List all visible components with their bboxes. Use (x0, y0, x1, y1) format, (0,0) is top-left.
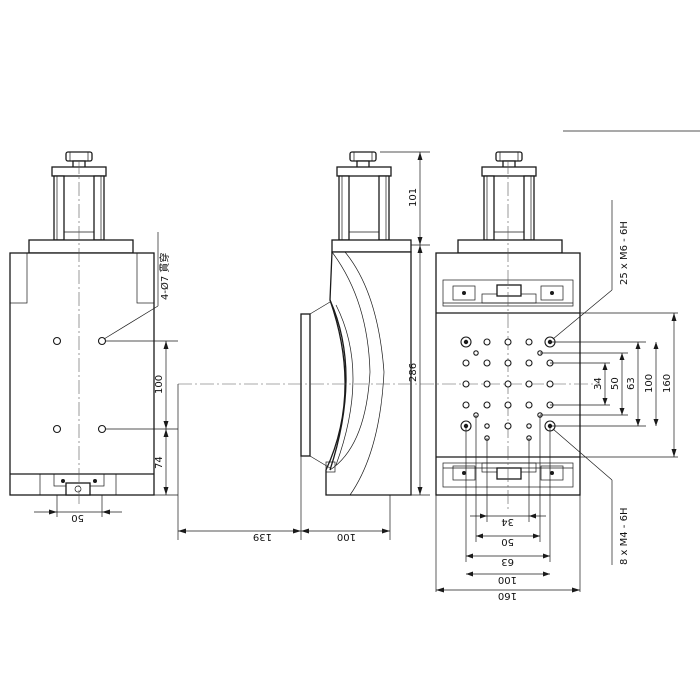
m6-hole (525, 401, 533, 409)
side-bracket (336, 166, 392, 241)
m6-hole (525, 338, 533, 346)
through-hole (97, 424, 107, 434)
svg-text:63: 63 (626, 377, 637, 390)
m6-hole (504, 338, 512, 346)
svg-text:100: 100 (337, 531, 356, 542)
front-knob (495, 151, 523, 169)
side-dim-101: 101 (380, 151, 430, 246)
side-view: 101 286 139 100 (177, 151, 430, 542)
svg-text:50: 50 (71, 512, 84, 523)
svg-text:74: 74 (154, 456, 165, 469)
side-top-plate (331, 239, 412, 253)
side-body (325, 251, 412, 496)
svg-text:100: 100 (154, 375, 165, 394)
m6-hole (483, 401, 491, 409)
left-holes (52, 336, 107, 434)
m6-hole (504, 401, 512, 409)
m6-hole (483, 380, 491, 388)
front-bracket (481, 166, 537, 241)
svg-text:34: 34 (593, 377, 604, 390)
m6-note: 25 x M6 - 6H (619, 221, 630, 285)
m6-hole (525, 359, 533, 367)
m6-hole (462, 401, 470, 409)
left-hole-note: 4-Ø7 貫穿 (158, 253, 171, 300)
m6-hole (504, 380, 512, 388)
left-view: 4-Ø7 貫穿 100 74 50 (9, 151, 178, 523)
left-dim-50: 50 (34, 495, 122, 523)
svg-text:160: 160 (498, 590, 517, 601)
svg-text:50: 50 (501, 536, 514, 547)
m4-hole (484, 423, 490, 429)
side-front-plate (300, 301, 331, 469)
m4-hole (473, 350, 479, 356)
svg-text:100: 100 (644, 374, 655, 393)
svg-text:139: 139 (253, 531, 272, 542)
through-hole (52, 424, 62, 434)
left-body (9, 252, 155, 496)
svg-text:160: 160 (662, 374, 673, 393)
m6-hole (483, 338, 491, 346)
left-dim-74: 74 (154, 429, 178, 496)
left-note-leader (103, 305, 159, 340)
svg-text:286: 286 (408, 363, 419, 382)
m6-hole (483, 359, 491, 367)
through-hole (97, 336, 107, 346)
front-vertical-dims: 34 50 63 100 160 (540, 312, 678, 458)
front-view: 25 x M6 - 6H 8 x M4 - 6H 34 50 63 (420, 151, 678, 601)
front-horizontal-dims: 34 50 63 100 160 (435, 415, 581, 601)
svg-text:100: 100 (498, 574, 517, 585)
m4-note-leader (552, 428, 613, 481)
m6-hole (462, 359, 470, 367)
left-top-plate (28, 239, 134, 254)
side-dim-139-100: 139 100 (177, 384, 391, 542)
m4-holes (473, 350, 543, 441)
m6-hole-grid (460, 336, 556, 432)
side-knob (349, 151, 377, 169)
side-dim-286: 286 (408, 245, 430, 496)
svg-text:63: 63 (501, 556, 514, 567)
m6-hole (525, 380, 533, 388)
m6-note-leader (552, 289, 613, 340)
m6-hole (504, 422, 512, 430)
m6-hole (504, 359, 512, 367)
svg-text:50: 50 (610, 377, 621, 390)
m4-note: 8 x M4 - 6H (619, 508, 630, 565)
m6-hole (546, 380, 554, 388)
svg-text:34: 34 (501, 516, 514, 527)
m6-hole (462, 380, 470, 388)
front-top-plate (457, 239, 563, 254)
svg-text:101: 101 (408, 188, 419, 207)
through-hole (52, 336, 62, 346)
m4-hole (526, 423, 532, 429)
